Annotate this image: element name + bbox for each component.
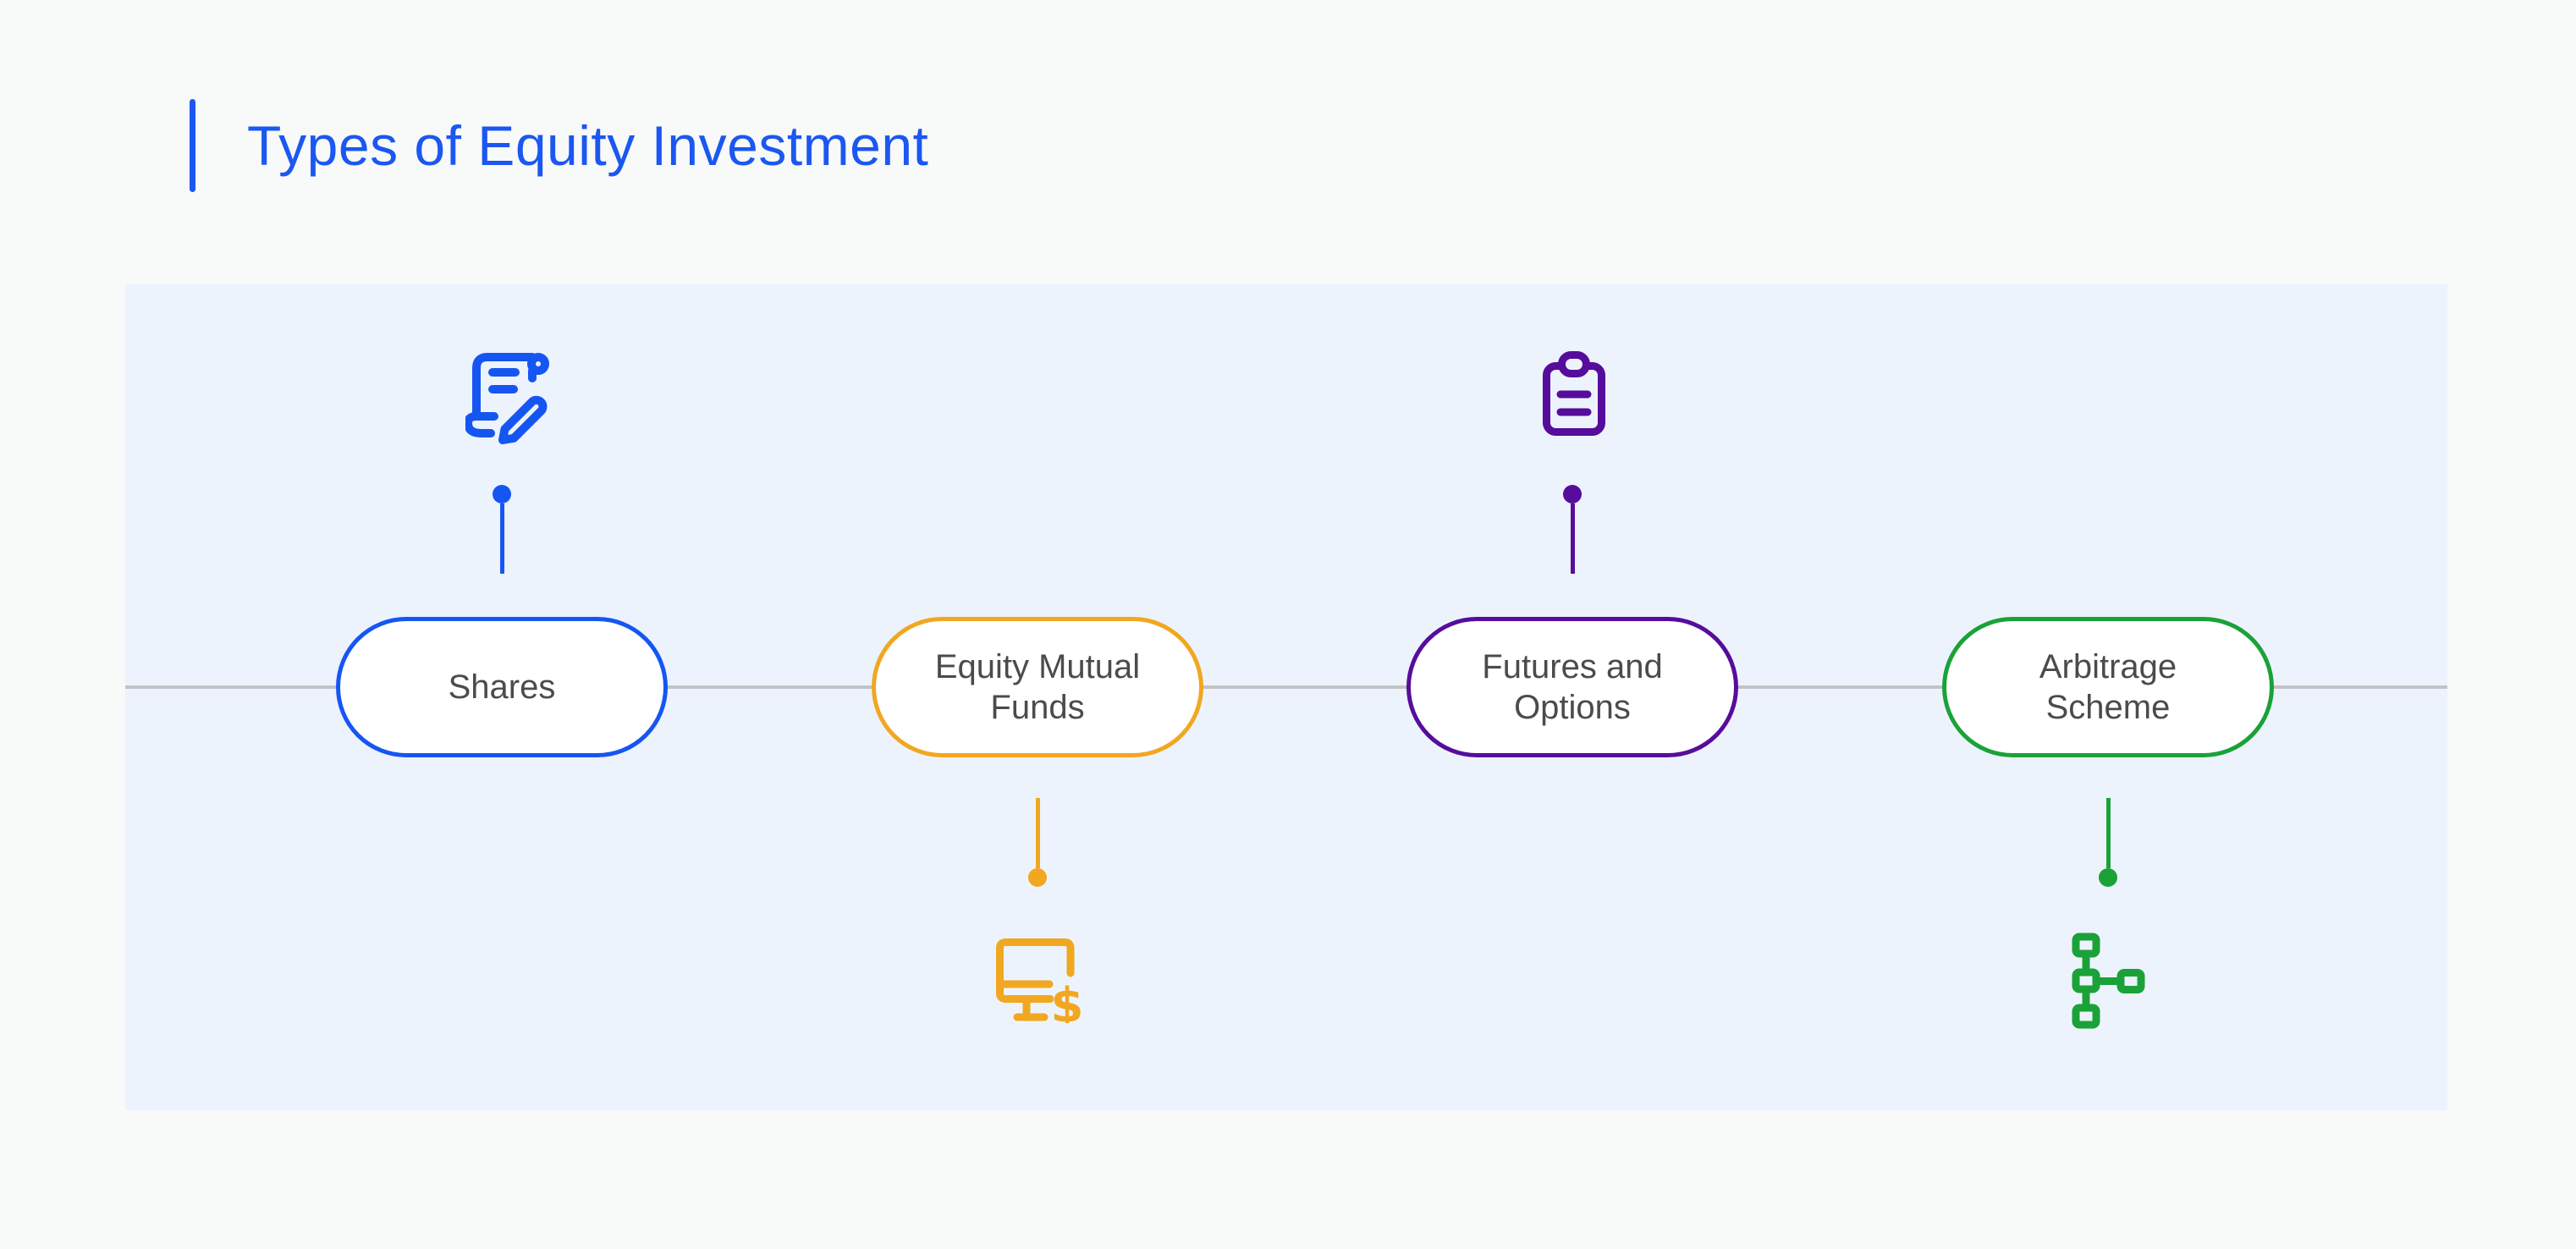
- node-arbitrage-scheme: Arbitrage Scheme: [125, 284, 2447, 1110]
- node-label: Equity Mutual Funds: [934, 648, 1141, 726]
- flowchart-icon: [2072, 933, 2145, 1029]
- node-shares: Shares: [125, 284, 2447, 1110]
- monitor-dollar-icon: $: [996, 938, 1081, 1023]
- connector-line: [2105, 798, 2111, 868]
- connector-line: [499, 503, 504, 574]
- timeline-line: [125, 685, 2447, 689]
- connector-dot: [1028, 868, 1047, 887]
- page-title: Types of Equity Investment: [247, 114, 929, 177]
- clipboard-icon: [1543, 351, 1605, 436]
- connector-line: [1035, 798, 1040, 868]
- connector-dot: [1563, 485, 1582, 503]
- node-pill-equity-mutual-funds: Equity Mutual Funds: [872, 617, 1203, 757]
- node-futures-and-options: Futures and Options: [125, 284, 2447, 1110]
- node-equity-mutual-funds: Equity Mutual Funds $: [125, 284, 2447, 1110]
- node-pill-arbitrage-scheme: Arbitrage Scheme: [1942, 617, 2274, 757]
- node-label: Shares: [448, 669, 556, 706]
- contract-edit-icon: [465, 353, 549, 444]
- node-pill-futures-and-options: Futures and Options: [1406, 617, 1738, 757]
- connector-line: [1570, 503, 1575, 574]
- node-pill-shares: Shares: [336, 617, 668, 757]
- node-label: Arbitrage Scheme: [2039, 648, 2177, 726]
- dollar-glyph: $: [1051, 978, 1081, 1023]
- connector-dot: [493, 485, 511, 503]
- title-accent-bar: [190, 99, 195, 192]
- diagram-panel: Shares Equity Mutual Funds $: [125, 284, 2447, 1110]
- connector-dot: [2099, 868, 2117, 887]
- node-label: Futures and Options: [1482, 648, 1663, 726]
- title-block: Types of Equity Investment: [190, 98, 928, 193]
